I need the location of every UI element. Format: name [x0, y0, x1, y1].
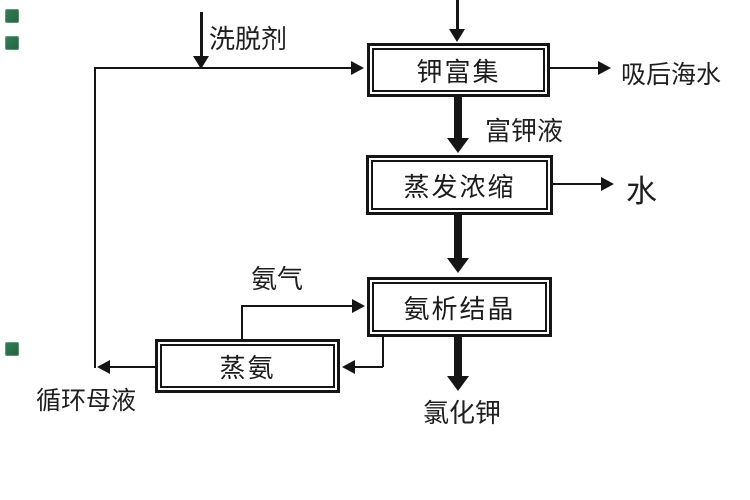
crystallization-to-distillation-drop-line — [382, 337, 384, 367]
distillation-out-line — [110, 366, 156, 368]
label-eluent: 洗脱剂 — [209, 24, 288, 54]
box-inner-border: 氨析结晶 — [372, 282, 547, 332]
crystallization-to-distillation-arrowhead-icon — [342, 360, 355, 374]
green-badge-icon — [5, 342, 19, 356]
recycle-left-line — [94, 67, 96, 368]
seawater-line — [550, 67, 599, 69]
label-potassium-rich-liquid: 富钾液 — [485, 116, 564, 146]
ammonia-gas-riser-line — [241, 306, 243, 339]
box-label-ammonia-crystallization: 氨析结晶 — [403, 293, 516, 324]
recycle-top-line — [94, 67, 352, 69]
box-evaporation-concentration: 蒸发浓缩 — [366, 155, 553, 215]
box-ammonia-crystallization: 氨析结晶 — [367, 277, 552, 337]
box-ammonia-distillation: 蒸氨 — [155, 339, 340, 393]
box-label-evaporation-concentration: 蒸发浓缩 — [403, 171, 516, 202]
eluent-arrow-line — [200, 12, 203, 57]
ammonia-gas-line — [241, 305, 353, 307]
green-badge-icon — [5, 9, 19, 23]
seawater-arrowhead-icon — [598, 61, 611, 75]
label-potassium-chloride: 氯化钾 — [423, 398, 502, 428]
box-inner-border: 蒸发浓缩 — [371, 160, 548, 210]
eluent-arrowhead-icon — [193, 56, 209, 69]
rich-potassium-line — [454, 97, 462, 139]
water-line — [553, 183, 602, 185]
rich-potassium-arrowhead-icon — [447, 138, 469, 153]
feed-arrow-line — [456, 0, 459, 30]
recycle-arrowhead-icon — [351, 61, 364, 75]
ammonia-gas-arrowhead-icon — [352, 299, 365, 313]
water-arrowhead-icon — [601, 177, 614, 191]
box-inner-border: 蒸氨 — [160, 344, 335, 388]
crystallization-to-distillation-line — [355, 366, 383, 368]
evap-to-crystallization-arrowhead-icon — [447, 258, 469, 273]
evap-to-crystallization-line — [454, 215, 462, 259]
green-badge-icon — [5, 36, 19, 50]
label-circulating-mother-liquor: 循环母液 — [36, 387, 137, 415]
distillation-out-arrowhead-icon — [97, 360, 110, 374]
feed-arrowhead-icon — [449, 29, 465, 42]
label-water: 水 — [626, 174, 657, 209]
potassium-chloride-arrowhead-icon — [447, 376, 469, 391]
box-inner-border: 钾富集 — [372, 48, 545, 92]
box-potassium-enrichment: 钾富集 — [367, 43, 550, 97]
box-label-ammonia-distillation: 蒸氨 — [219, 352, 276, 383]
potassium-chloride-line — [454, 337, 462, 377]
label-absorbed-seawater: 吸后海水 — [621, 61, 722, 89]
label-ammonia-gas: 氨气 — [251, 264, 304, 294]
box-label-potassium-enrichment: 钾富集 — [416, 56, 501, 87]
